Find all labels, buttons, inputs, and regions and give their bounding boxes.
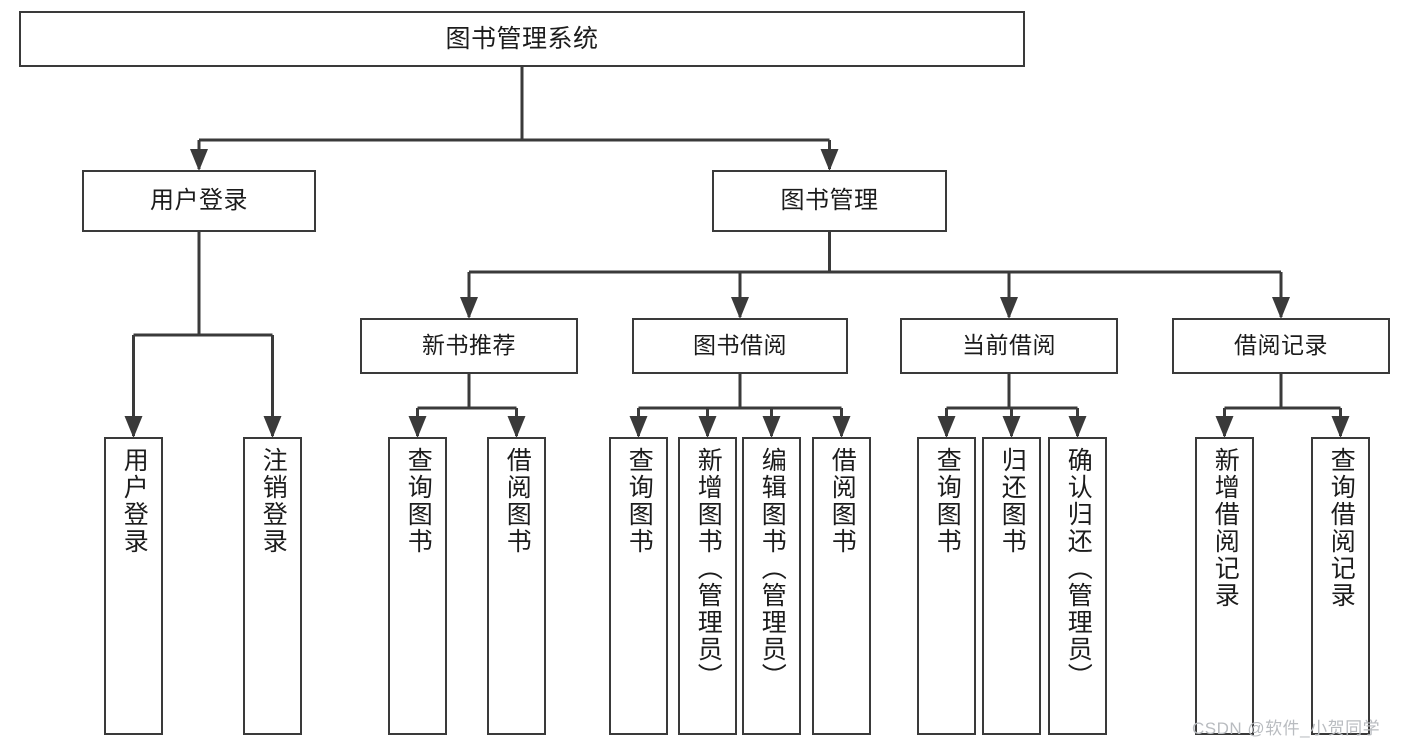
edge-arrowhead bbox=[731, 297, 749, 319]
node-label: 新增借阅记录 bbox=[1211, 447, 1240, 609]
edge-arrowhead bbox=[460, 297, 478, 319]
edge-arrowhead bbox=[629, 416, 648, 438]
node-leaf5[interactable]: 查询图书 bbox=[609, 437, 668, 735]
node-label: 当前借阅 bbox=[962, 332, 1056, 359]
csdn-watermark: CSDN @软件_小贺同学 bbox=[1192, 719, 1381, 738]
node-records[interactable]: 借阅记录 bbox=[1172, 318, 1390, 374]
node-label: 借阅图书 bbox=[503, 447, 532, 555]
node-label: 查询图书 bbox=[404, 447, 433, 555]
node-borrow[interactable]: 图书借阅 bbox=[632, 318, 848, 374]
edge-arrowhead bbox=[832, 416, 851, 438]
node-label: 用户登录 bbox=[120, 447, 149, 555]
node-label: 借阅记录 bbox=[1234, 332, 1328, 359]
node-label: 借阅图书 bbox=[828, 447, 857, 555]
edge-arrowhead bbox=[937, 416, 956, 438]
edge-arrowhead bbox=[1331, 416, 1350, 438]
node-root[interactable]: 图书管理系统 bbox=[19, 11, 1025, 67]
node-label: 图书借阅 bbox=[693, 332, 787, 359]
node-leaf11[interactable]: 确认归还（管理员） bbox=[1048, 437, 1107, 735]
node-bookmgmt[interactable]: 图书管理 bbox=[712, 170, 947, 232]
node-current[interactable]: 当前借阅 bbox=[900, 318, 1118, 374]
node-label: 归还图书 bbox=[998, 447, 1027, 555]
node-label: 图书管理系统 bbox=[445, 25, 599, 53]
edge-arrowhead bbox=[263, 416, 282, 438]
node-leaf13[interactable]: 查询借阅记录 bbox=[1311, 437, 1370, 735]
node-leaf8[interactable]: 借阅图书 bbox=[812, 437, 871, 735]
node-leaf12[interactable]: 新增借阅记录 bbox=[1195, 437, 1254, 735]
node-leaf10[interactable]: 归还图书 bbox=[982, 437, 1041, 735]
node-leaf9[interactable]: 查询图书 bbox=[917, 437, 976, 735]
node-label: 用户登录 bbox=[150, 186, 248, 214]
edge-arrowhead bbox=[1272, 297, 1290, 319]
edge-arrowhead bbox=[762, 416, 781, 438]
node-label: 注销登录 bbox=[259, 447, 288, 555]
node-label: 查询图书 bbox=[933, 447, 962, 555]
node-label: 查询借阅记录 bbox=[1327, 447, 1356, 609]
edge-arrowhead bbox=[820, 149, 839, 171]
node-label: 确认归还（管理员） bbox=[1064, 447, 1093, 690]
node-leaf4[interactable]: 借阅图书 bbox=[487, 437, 546, 735]
node-label: 编辑图书（管理员） bbox=[758, 447, 787, 690]
node-label: 新增图书（管理员） bbox=[694, 447, 723, 690]
node-label: 查询图书 bbox=[625, 447, 654, 555]
node-login[interactable]: 用户登录 bbox=[82, 170, 316, 232]
node-leaf6[interactable]: 新增图书（管理员） bbox=[678, 437, 737, 735]
edge-arrowhead bbox=[124, 416, 143, 438]
edge-arrowhead bbox=[1002, 416, 1021, 438]
node-newbook[interactable]: 新书推荐 bbox=[360, 318, 578, 374]
node-leaf2[interactable]: 注销登录 bbox=[243, 437, 302, 735]
edge-arrowhead bbox=[1000, 297, 1018, 319]
edge-arrowhead bbox=[190, 149, 208, 171]
edge-arrowhead bbox=[408, 416, 427, 438]
edge-arrowhead bbox=[1215, 416, 1234, 438]
node-label: 新书推荐 bbox=[422, 332, 516, 359]
edge-arrowhead bbox=[507, 416, 526, 438]
edge-arrowhead bbox=[1068, 416, 1087, 438]
node-leaf3[interactable]: 查询图书 bbox=[388, 437, 447, 735]
node-leaf1[interactable]: 用户登录 bbox=[104, 437, 163, 735]
node-label: 图书管理 bbox=[780, 186, 879, 214]
node-leaf7[interactable]: 编辑图书（管理员） bbox=[742, 437, 801, 735]
edge-arrowhead bbox=[698, 416, 717, 438]
